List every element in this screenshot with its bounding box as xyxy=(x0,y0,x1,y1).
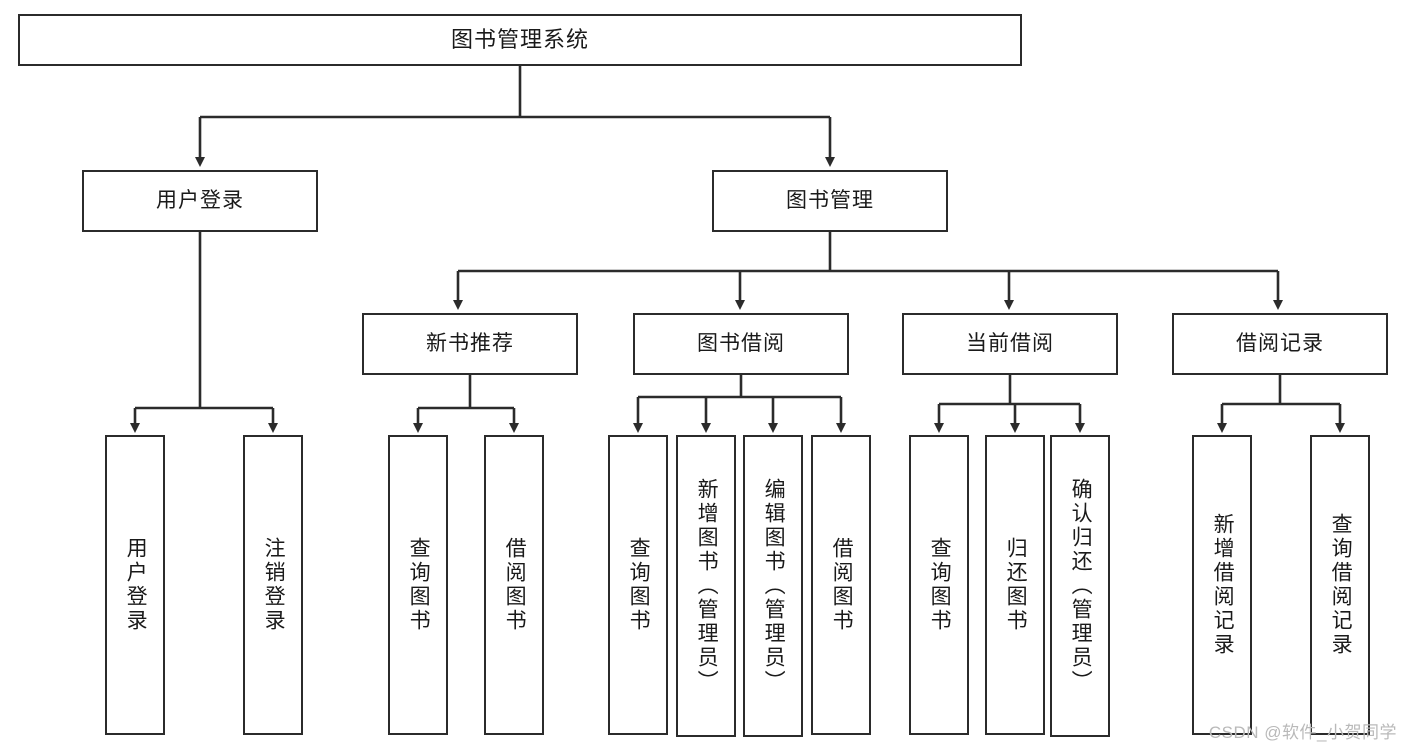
node-root-label: 图书管理系统 xyxy=(450,26,589,52)
node-new-book-rec[interactable]: 新书推荐 xyxy=(362,313,578,375)
node-leaf-edit-book-admin-label: 编辑图书（管理员） xyxy=(762,478,786,694)
node-book-manage-label: 图书管理 xyxy=(786,189,874,213)
node-leaf-confirm-return-admin-label: 确认归还（管理员） xyxy=(1069,478,1093,694)
node-leaf-edit-book-admin[interactable]: 编辑图书（管理员） xyxy=(743,435,803,737)
node-leaf-query-borrow-record[interactable]: 查询借阅记录 xyxy=(1310,435,1370,735)
node-leaf-add-borrow-record-label: 新增借阅记录 xyxy=(1211,513,1235,657)
node-leaf-query-book-3[interactable]: 查询图书 xyxy=(909,435,969,735)
node-leaf-query-book-1-label: 查询图书 xyxy=(407,537,431,633)
node-leaf-query-borrow-record-label: 查询借阅记录 xyxy=(1329,513,1353,657)
node-book-manage[interactable]: 图书管理 xyxy=(712,170,948,232)
node-leaf-add-book-admin[interactable]: 新增图书（管理员） xyxy=(676,435,736,737)
node-leaf-query-book-1[interactable]: 查询图书 xyxy=(388,435,448,735)
node-leaf-user-login-label: 用户登录 xyxy=(124,537,148,633)
node-leaf-add-book-admin-label: 新增图书（管理员） xyxy=(695,478,719,694)
node-leaf-query-book-3-label: 查询图书 xyxy=(928,537,952,633)
watermark-text: CSDN @软件_小贺同学 xyxy=(1208,723,1397,742)
node-leaf-borrow-book-1-label: 借阅图书 xyxy=(503,537,527,633)
node-leaf-borrow-book-1[interactable]: 借阅图书 xyxy=(484,435,544,735)
node-book-borrow-label: 图书借阅 xyxy=(697,332,785,356)
node-leaf-user-login[interactable]: 用户登录 xyxy=(105,435,165,735)
node-current-borrow-label: 当前借阅 xyxy=(966,332,1054,356)
node-borrow-record-label: 借阅记录 xyxy=(1236,332,1324,356)
node-root[interactable]: 图书管理系统 xyxy=(18,14,1022,66)
node-leaf-borrow-book-2-label: 借阅图书 xyxy=(830,537,854,633)
node-leaf-confirm-return-admin[interactable]: 确认归还（管理员） xyxy=(1050,435,1110,737)
node-borrow-record[interactable]: 借阅记录 xyxy=(1172,313,1388,375)
node-new-book-rec-label: 新书推荐 xyxy=(426,332,514,356)
node-leaf-query-book-2[interactable]: 查询图书 xyxy=(608,435,668,735)
node-leaf-return-book[interactable]: 归还图书 xyxy=(985,435,1045,735)
node-leaf-user-logout[interactable]: 注销登录 xyxy=(243,435,303,735)
node-current-borrow[interactable]: 当前借阅 xyxy=(902,313,1118,375)
node-user-login[interactable]: 用户登录 xyxy=(82,170,318,232)
node-book-borrow[interactable]: 图书借阅 xyxy=(633,313,849,375)
node-leaf-add-borrow-record[interactable]: 新增借阅记录 xyxy=(1192,435,1252,735)
node-leaf-user-logout-label: 注销登录 xyxy=(262,537,286,633)
node-leaf-return-book-label: 归还图书 xyxy=(1004,537,1028,633)
node-leaf-borrow-book-2[interactable]: 借阅图书 xyxy=(811,435,871,735)
node-user-login-label: 用户登录 xyxy=(156,189,244,213)
node-leaf-query-book-2-label: 查询图书 xyxy=(627,537,651,633)
